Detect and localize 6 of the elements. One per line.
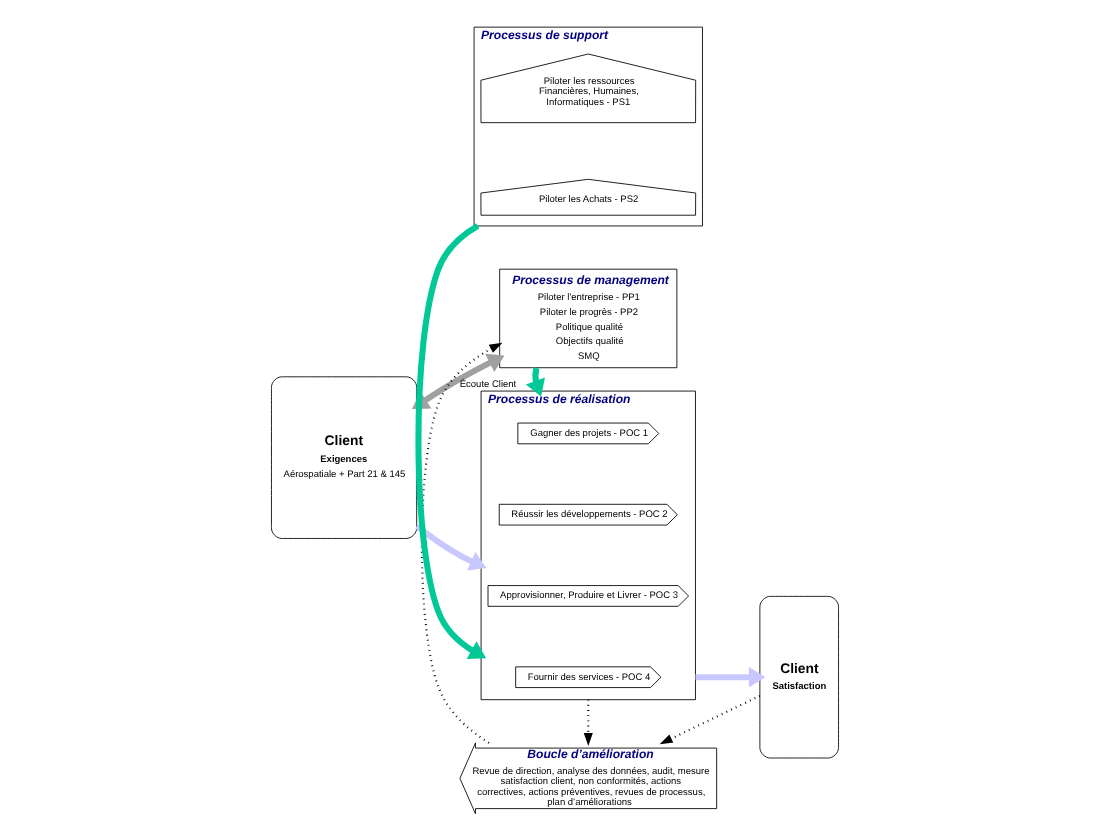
arrow xyxy=(583,699,593,747)
arrow xyxy=(420,342,503,744)
arrow xyxy=(415,523,487,571)
arrow xyxy=(415,223,487,660)
arrow xyxy=(695,667,766,688)
arrow xyxy=(659,694,761,745)
